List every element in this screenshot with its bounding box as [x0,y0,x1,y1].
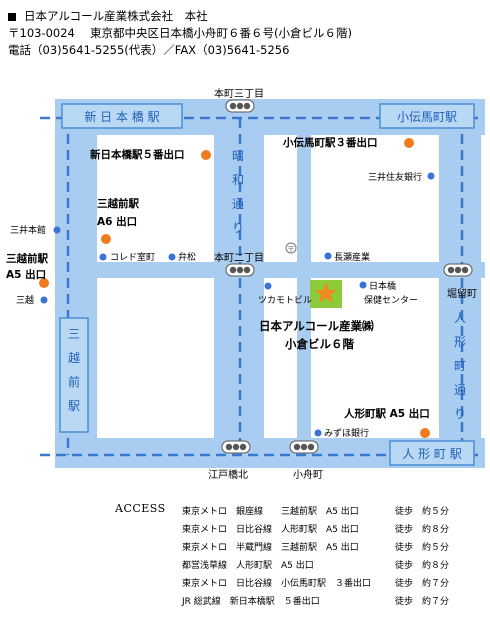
station-boxes: 新 日 本 橋 駅 小伝馬町駅 三 越 前 駅 人 形 町 駅 [59,103,475,466]
landmark-mitsukoshi: 三越 [16,294,34,306]
landmark-marker-icon [168,253,176,261]
label-mitsukoshimae-a6-1: 三越前駅 [97,197,139,210]
label-horidomecho: 堀留町 [447,287,477,300]
landmark-marker-icon [359,281,367,289]
company-star-icon [315,282,337,303]
landmark-mizuho: みずほ銀行 [324,427,369,439]
access-row-line: JR 総武線 新日本橋駅 ５番出口 [182,597,320,607]
landmark-mitsui-sumitomo: 三井住友銀行 [368,171,422,183]
landmark-marker-icon [324,252,332,260]
landmark-marker-icon [40,296,48,304]
access-row-line: 東京メトロ 銀座線 三越前駅 A5 出口 [182,507,359,517]
label-kodemmacho-exit: 小伝馬町駅３番出口 [282,136,378,149]
exit-marker-icon [420,428,430,438]
access-title: ACCESS [115,502,166,515]
access-row-walk: 徒歩 約７分 [395,579,450,589]
showa-dori-3: 通 [232,197,244,211]
label-shin-nihombashi-exit: 新日本橋駅５番出口 [90,148,185,161]
traffic-signal-icon [225,99,255,113]
station-box-kodemmacho [379,103,475,129]
station-kodemmacho: 小伝馬町駅 [397,110,457,124]
exit-markers [39,138,430,438]
map-labels: 本町三丁目 本町二丁目 江戸橋北 小舟町 堀留町 新日本橋駅５番出口 小伝馬町駅… [6,87,477,481]
label-company-1: 日本アルコール産業㈱ [259,319,374,333]
station-box-shin-nihombashi [61,103,183,129]
station-shin-nihombashi: 新 日 本 橋 駅 [84,109,159,124]
traffic-signal-icon [221,440,251,454]
station-box-mitsukoshimae [59,317,89,433]
road-middle [55,262,485,278]
station-mitsukoshimae-1: 三 [68,327,80,341]
landmark-nagase: 長瀬産業 [334,251,370,263]
landmark-coredo: コレド室町 [110,251,155,263]
showa-dori-4: り [232,221,244,235]
traffic-signal-icon [443,263,473,277]
station-mitsukoshimae-2: 越 [68,351,80,365]
label-mitsukoshimae-a5-2: A5 出口 [6,268,46,281]
access-row-walk: 徒歩 約７分 [395,597,450,607]
station-mitsukoshimae-4: 駅 [68,399,80,413]
landmark-marker-icon [53,226,61,234]
landmark-marker-icon [99,253,107,261]
traffic-signals [221,99,473,454]
landmark-marker-icon [314,429,322,437]
road-right [439,99,481,468]
road-narrow [297,135,311,438]
exit-marker-icon [201,150,211,160]
traffic-signal-icon [225,263,255,277]
station-mitsukoshimae-3: 前 [68,374,80,389]
access-row-line: 都営浅草線 人形町駅 A5 出口 [182,561,314,571]
ningyocho-dori-1: 人 [454,311,466,325]
showa-dori-1: 昭 [232,149,244,163]
landmark-nihombashi-hoken-2: 保健センター [364,294,418,306]
label-mitsukoshimae-a5-1: 三越前駅 [6,252,48,265]
landmark-tsukamoto: ツカモトビル [258,295,312,306]
bullet-square-icon [8,12,16,21]
showa-dori-2: 和 [232,173,244,187]
access-row-line: 東京メトロ 日比谷線 小伝馬町駅 ３番出口 [182,579,372,589]
svg-text:〒: 〒 [287,245,295,254]
access-row-line: 東京メトロ 日比谷線 人形町駅 A5 出口 [182,525,359,535]
label-ningyocho-exit: 人形町駅 A5 出口 [344,407,430,420]
label-honcho3: 本町三丁目 [214,87,264,100]
station-box-ningyocho [389,440,475,466]
traffic-signal-icon [289,440,319,454]
label-company-2: 小倉ビル６階 [284,337,354,351]
access-row-walk: 徒歩 約５分 [395,507,450,517]
access-row-walk: 徒歩 約８分 [395,525,450,535]
company-header: 日本アルコール産業株式会社 本社 [8,8,208,24]
exit-marker-icon [39,278,49,288]
company-name: 日本アルコール産業株式会社 本社 [24,9,208,23]
post-office-icon: 〒 [285,242,297,254]
access-row-walk: 徒歩 約５分 [395,543,450,553]
landmark-marker-icon [264,282,272,290]
company-phone: 電話（03)5641-5255(代表）／FAX（03)5641-5256 [8,43,290,57]
ningyocho-dori-2: 形 [454,335,466,349]
exit-marker-icon [101,234,111,244]
landmark-benmatsu: 弁松 [178,251,196,263]
exit-marker-icon [404,138,414,148]
road-names: 昭 和 通 り 人 形 町 通 り [232,149,466,421]
access-row-line: 東京メトロ 半蔵門線 三越前駅 A5 出口 [182,543,359,553]
label-kobunacho: 小舟町 [293,468,323,481]
access-row-walk: 徒歩 約８分 [395,561,450,571]
label-edobashikita: 江戸橋北 [208,468,248,481]
landmark-markers [40,172,435,437]
ningyocho-dori-4: 通 [454,383,466,397]
landmark-nihombashi-hoken-1: 日本橋 [369,280,396,292]
landmark-mitsui-honkan: 三井本館 [10,224,46,236]
ningyocho-dori-5: り [454,407,466,421]
ningyocho-dori-3: 町 [454,359,466,373]
station-ningyocho: 人 形 町 駅 [402,447,461,461]
company-address: 〒103-0024 東京都中央区日本橋小舟町６番６号(小倉ビル６階) [8,26,352,40]
label-mitsukoshimae-a6-2: A6 出口 [97,215,137,228]
label-honcho2: 本町二丁目 [214,251,264,264]
landmark-marker-icon [427,172,435,180]
